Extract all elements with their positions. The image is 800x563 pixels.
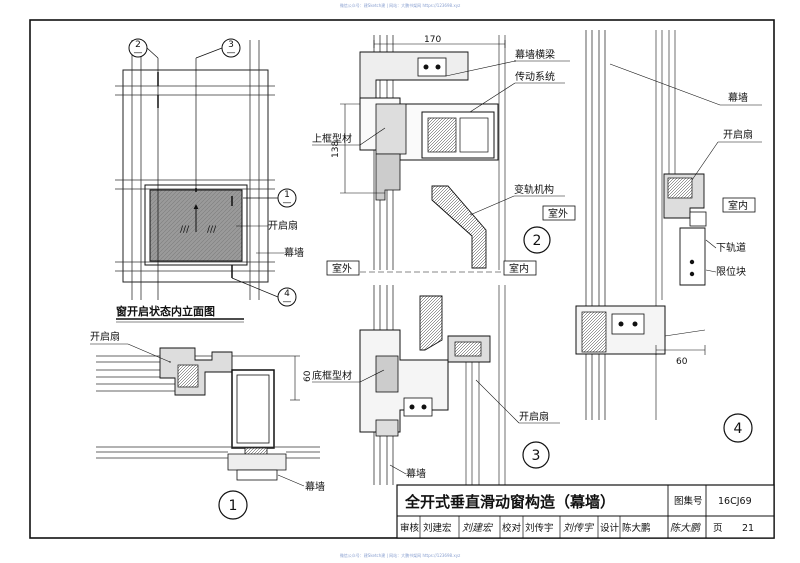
detail-2-label-outside: 室外 xyxy=(332,262,352,275)
detail-4-label-sash: 开启扇 xyxy=(723,128,753,141)
detail-2-label-track: 变轨机构 xyxy=(514,183,554,196)
sheet-border xyxy=(29,19,775,539)
detail-2-dim-170: 170 xyxy=(424,35,441,45)
svg-text:—: — xyxy=(283,198,292,208)
atlas-number: 16CJ69 xyxy=(718,496,752,507)
detail-4-label-stop: 限位块 xyxy=(716,265,746,278)
detail-2-label-topframe: 上框型材 xyxy=(312,132,352,145)
title-block xyxy=(396,484,775,539)
page-number: 21 xyxy=(742,523,754,534)
detail-3-label-sash: 开启扇 xyxy=(519,410,549,423)
detail-2-label-beam: 幕墙横梁 xyxy=(515,48,555,61)
svg-text:1: 1 xyxy=(229,498,238,514)
section-marker-1[interactable]: 1 — xyxy=(277,188,297,208)
check-label: 校对 xyxy=(502,522,522,534)
design-label: 设计 xyxy=(600,522,620,534)
watermark-bottom: 微信公众号：建Sketch建 | 网站：大鹏书架网 https://123698… xyxy=(339,553,461,558)
review-label: 审核 xyxy=(400,522,420,534)
watermark-top: 微信公众号：建Sketch建 | 网站：大鹏书架网 https://123698… xyxy=(339,3,461,8)
svg-text:—: — xyxy=(283,297,292,307)
svg-text:///: /// xyxy=(180,225,190,235)
detail-1-dim-60: 60 xyxy=(303,370,313,382)
atlas-label: 图集号 xyxy=(674,495,703,507)
svg-text:4: 4 xyxy=(284,289,290,299)
design-signature: 陈大鹏 xyxy=(670,522,701,534)
detail-3-section xyxy=(359,285,506,485)
svg-text:1: 1 xyxy=(284,190,290,200)
svg-text:///: /// xyxy=(207,225,217,235)
elevation-view: /// /// xyxy=(115,40,275,300)
review-signature: 刘建宏 xyxy=(462,522,494,534)
detail-2-dim-138: 138 xyxy=(331,141,341,158)
design-name: 陈大鹏 xyxy=(622,522,651,534)
detail-1-label-wall: 幕墙 xyxy=(305,480,325,493)
detail-4-dim-60: 60 xyxy=(676,357,688,367)
detail-3-label-wall: 幕墙 xyxy=(406,467,426,480)
detail-1-section xyxy=(96,347,320,481)
detail-2-label-inside: 室内 xyxy=(509,262,529,275)
review-name: 刘建宏 xyxy=(423,522,452,534)
detail-4-label-inside: 室内 xyxy=(728,199,748,212)
elevation-label-sash: 开启扇 xyxy=(268,219,298,232)
detail-2-label-drive: 传动系统 xyxy=(515,70,555,83)
page-label: 页 xyxy=(713,523,723,534)
svg-text:3: 3 xyxy=(532,448,541,464)
svg-text:2: 2 xyxy=(135,40,141,50)
check-signature: 刘传宇 xyxy=(563,522,595,534)
svg-text:2: 2 xyxy=(533,233,542,249)
section-marker-4[interactable]: 4 — xyxy=(277,287,297,307)
svg-text:—: — xyxy=(227,48,236,58)
detail-4-label-lowertrack: 下轨道 xyxy=(716,241,746,254)
drawing-title: 全开式垂直滑动窗构造（幕墙） xyxy=(404,493,615,511)
elevation-label-wall: 幕墙 xyxy=(284,246,304,259)
detail-1-number: 1 xyxy=(218,490,248,520)
detail-2-section xyxy=(340,35,520,273)
detail-4-section xyxy=(575,30,707,420)
svg-text:3: 3 xyxy=(228,40,234,50)
svg-text:—: — xyxy=(134,48,143,58)
detail-1-label-sash: 开启扇 xyxy=(90,330,120,343)
detail-3-number: 3 xyxy=(522,441,550,469)
section-marker-2[interactable]: 2 — xyxy=(128,38,148,58)
section-marker-3[interactable]: 3 — xyxy=(221,38,241,58)
detail-2-number: 2 xyxy=(523,226,551,254)
detail-4-number: 4 xyxy=(723,413,753,443)
detail-2-label-outside2: 室外 xyxy=(548,207,568,220)
detail-4-label-wall: 幕墙 xyxy=(728,91,748,104)
svg-text:4: 4 xyxy=(734,421,743,437)
check-name: 刘传宇 xyxy=(525,522,554,534)
elevation-caption: 窗开启状态内立面图 xyxy=(116,304,215,318)
detail-3-label-bottomframe: 底框型材 xyxy=(312,369,352,382)
